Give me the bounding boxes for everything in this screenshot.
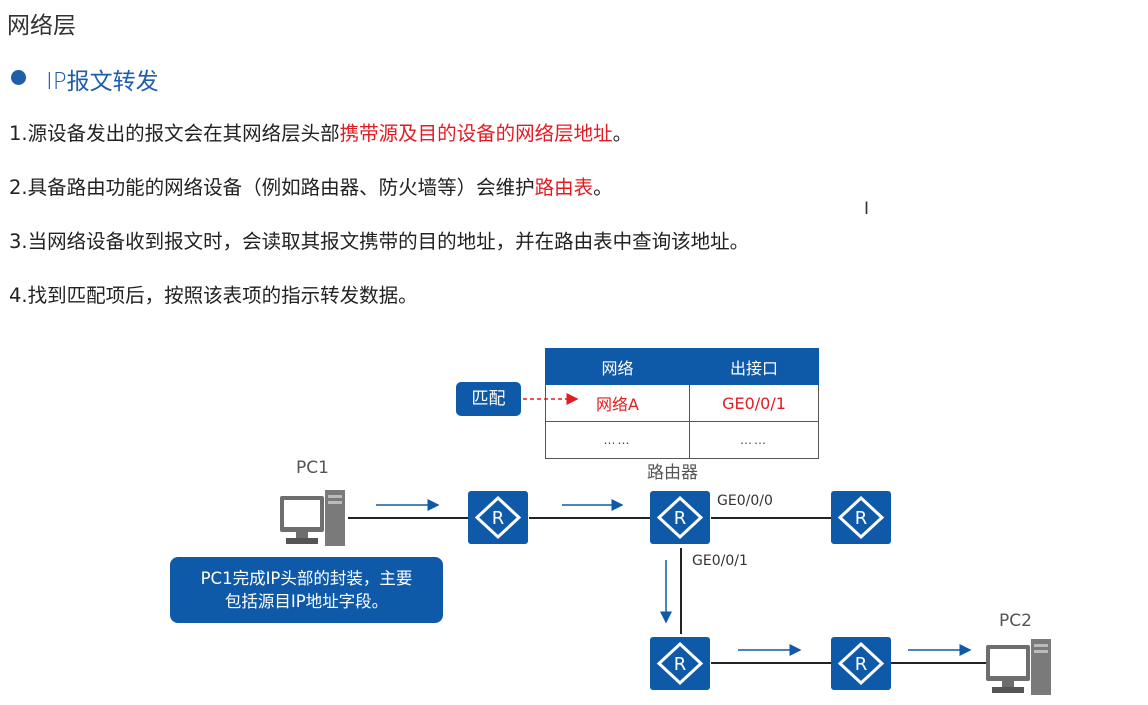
cell-ellipsis: …… [545, 421, 690, 459]
router-icon: R [831, 637, 891, 690]
pc1-computer-icon [280, 490, 345, 546]
match-label-box: 匹配 [456, 382, 521, 416]
callout-line-1: PC1完成IP头部的封装，主要 [200, 569, 413, 588]
router-label: 路由器 [647, 463, 698, 483]
page-title: 网络层 [7, 13, 76, 39]
table-row: …… …… [545, 421, 819, 459]
router-symbol-text: R [674, 508, 687, 529]
pc2-computer-icon [986, 639, 1051, 695]
router-icon: R [468, 491, 528, 544]
text-cursor-icon: I [864, 199, 870, 219]
text-line-2: 2.具备路由功能的网络设备（例如路由器、防火墙等）会维护路由表。 [9, 171, 613, 200]
text-line-1: 1.源设备发出的报文会在其网络层头部携带源及目的设备的网络层地址。 [9, 117, 632, 146]
line-1-text: 1.源设备发出的报文会在其网络层头部 [9, 122, 340, 145]
router-icon: R [831, 491, 891, 544]
line-2-tail: 。 [593, 176, 613, 199]
table-row: 网络A GE0/0/1 [545, 384, 819, 422]
line-2-text: 2.具备路由功能的网络设备（例如路由器、防火墙等）会维护 [9, 176, 535, 199]
port-ge001-label: GE0/0/1 [692, 553, 748, 569]
bullet-dot-icon [11, 70, 26, 85]
routing-table-header: 网络 出接口 [545, 348, 819, 385]
router-symbol-text: R [855, 508, 868, 529]
text-line-4: 4.找到匹配项后，按照该表项的指示转发数据。 [9, 279, 418, 308]
section-title: IP报文转发 [46, 69, 159, 95]
port-ge000-label: GE0/0/0 [717, 493, 773, 509]
text-line-3: 3.当网络设备收到报文时，会读取其报文携带的目的地址，并在路由表中查询该地址。 [9, 225, 749, 254]
line-1-tail: 。 [612, 122, 633, 145]
router-icon: R [650, 491, 710, 544]
pc2-label: PC2 [999, 611, 1032, 631]
line-3-text: 3.当网络设备收到报文时，会读取其报文携带的目的地址，并在路由表中查询该地址。 [9, 230, 750, 253]
callout-line-2: 包括源目IP地址字段。 [224, 592, 389, 611]
line-1-highlight: 携带源及目的设备的网络层地址 [339, 122, 613, 145]
pc1-label: PC1 [296, 458, 329, 478]
header-network: 网络 [545, 348, 690, 385]
routing-table: 网络 出接口 网络A GE0/0/1 …… …… [545, 348, 819, 459]
line-4-text: 4.找到匹配项后，按照该表项的指示转发数据。 [9, 284, 418, 307]
router-symbol-text: R [492, 508, 505, 529]
header-out-interface: 出接口 [689, 348, 819, 385]
cell-ellipsis: …… [689, 421, 819, 459]
cell-interface-ge001: GE0/0/1 [689, 384, 819, 422]
router-icon: R [650, 637, 710, 690]
line-2-highlight: 路由表 [534, 176, 594, 199]
cell-network-a: 网络A [545, 384, 690, 422]
pc1-callout: PC1完成IP头部的封装，主要 包括源目IP地址字段。 [170, 557, 443, 623]
router-symbol-text: R [674, 654, 687, 675]
router-symbol-text: R [855, 654, 868, 675]
